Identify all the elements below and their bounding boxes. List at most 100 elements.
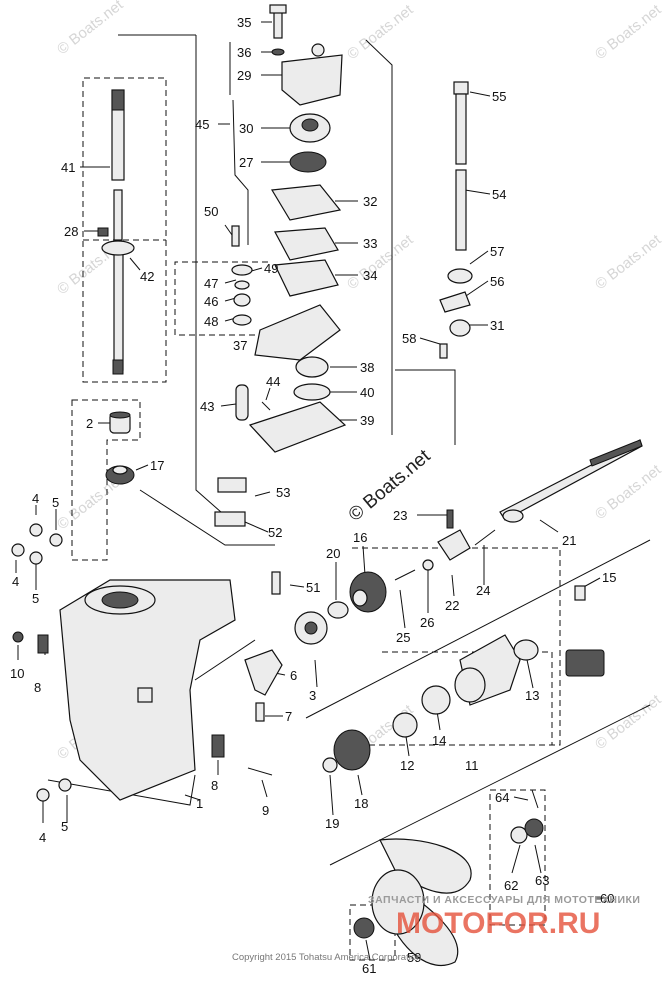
group-frames <box>47 34 651 961</box>
seal-13 <box>513 639 539 661</box>
housing-opening <box>101 591 139 609</box>
faint-watermark: © Boats.net <box>344 231 417 293</box>
callout-19: 19 <box>325 816 339 831</box>
callout-22: 22 <box>445 598 459 613</box>
main-watermark: © Boats.net <box>345 445 435 526</box>
callout-16: 16 <box>353 530 367 545</box>
pinion-gear <box>105 465 135 485</box>
callout-5a: 5 <box>52 495 59 510</box>
callout-17: 17 <box>150 458 164 473</box>
callout-57: 57 <box>490 244 504 259</box>
nut-10 <box>12 631 24 643</box>
shim-19 <box>322 757 338 773</box>
callout-23: 23 <box>393 508 407 523</box>
callout-64: 64 <box>495 790 509 805</box>
bolt-50 <box>231 225 240 247</box>
faint-watermark: © Boats.net <box>592 691 665 753</box>
callout-28: 28 <box>64 224 78 239</box>
water-pump-frame <box>174 261 268 336</box>
advert-tagline: ЗАПЧАСТИ И АКСЕССУАРЫ ДЛЯ МОТОТЕХНИКИ <box>368 894 640 906</box>
bolt-58 <box>439 343 448 359</box>
bolt-4a <box>29 523 43 537</box>
oring-40 <box>293 383 331 401</box>
drive-shaft-mid <box>113 189 123 241</box>
bearing-frame <box>71 399 141 561</box>
guide-31 <box>449 319 471 337</box>
callout-44: 44 <box>266 374 280 389</box>
bearing-3-bore <box>304 621 318 635</box>
callout-36: 36 <box>237 45 251 60</box>
nut-63 <box>524 818 544 838</box>
callout-40: 40 <box>360 385 374 400</box>
nut-frame <box>489 789 546 926</box>
washer-62 <box>510 826 528 844</box>
propeller-hub-60 <box>371 869 425 935</box>
drive-shaft-collar <box>101 240 135 256</box>
callout-4b: 4 <box>12 574 19 589</box>
callout-49: 49 <box>264 261 278 276</box>
callout-18: 18 <box>354 796 368 811</box>
pump-case-29 <box>281 54 343 106</box>
callout-13: 13 <box>525 688 539 703</box>
pump-base-37 <box>254 304 341 361</box>
drive-shaft <box>97 89 135 375</box>
plate-47 <box>234 280 250 290</box>
bearing-housing-frame <box>382 651 553 745</box>
housing-outline <box>139 489 275 546</box>
callout-labels: 35 36 29 45 30 27 32 33 34 50 49 47 46 4… <box>10 15 616 976</box>
washer-5b <box>29 551 43 565</box>
key-28 <box>97 227 109 237</box>
advert-logo: MOTOFOR.RU <box>396 907 600 940</box>
gasket-32 <box>271 184 342 221</box>
callout-54: 54 <box>492 187 506 202</box>
callout-14: 14 <box>432 733 446 748</box>
callout-4c: 4 <box>39 830 46 845</box>
callout-30: 30 <box>239 121 253 136</box>
drive-shaft-lower <box>113 249 124 371</box>
gasket-34 <box>274 259 339 297</box>
tube-guide-43 <box>235 384 249 421</box>
clip-8a <box>37 634 49 654</box>
callout-33: 33 <box>363 236 377 251</box>
oring-48 <box>232 314 252 326</box>
callout-31: 31 <box>490 318 504 333</box>
callout-35: 35 <box>237 15 251 30</box>
plate-56 <box>439 291 471 313</box>
clip-8b <box>211 734 225 758</box>
housing-bottom-outline <box>47 774 196 806</box>
water-tube-45 <box>229 42 249 245</box>
callout-37: 37 <box>233 338 247 353</box>
callout-25: 25 <box>396 630 410 645</box>
washer-36 <box>271 48 285 56</box>
pin-23 <box>446 509 454 529</box>
callout-39: 39 <box>360 413 374 428</box>
water-pump <box>229 4 347 453</box>
callout-60: 60 <box>600 891 614 906</box>
boot-55 <box>453 81 469 95</box>
drive-shaft-spline <box>111 89 125 111</box>
bolt-51 <box>271 571 281 595</box>
callout-9: 9 <box>262 803 269 818</box>
callout-52: 52 <box>268 525 282 540</box>
seal-kit <box>565 649 605 677</box>
filter-53 <box>217 477 247 493</box>
faint-watermark: © Boats.net <box>592 231 665 293</box>
callout-55: 55 <box>492 89 506 104</box>
callout-62: 62 <box>504 878 518 893</box>
bolt-7 <box>255 702 265 722</box>
callout-63: 63 <box>535 873 549 888</box>
callout-20: 20 <box>326 546 340 561</box>
callout-32: 32 <box>363 194 377 209</box>
housing-window <box>137 687 153 703</box>
bushing-57 <box>447 268 473 284</box>
shift-rod-upper <box>455 93 467 165</box>
oring-12 <box>392 712 418 738</box>
pump-outline-left <box>195 35 231 521</box>
bolt-15 <box>574 585 586 601</box>
callout-41: 41 <box>61 160 75 175</box>
ball-26 <box>422 559 434 571</box>
callout-5b: 5 <box>32 591 39 606</box>
callout-15: 15 <box>602 570 616 585</box>
callout-21: 21 <box>562 533 576 548</box>
housing-bore <box>454 667 486 703</box>
